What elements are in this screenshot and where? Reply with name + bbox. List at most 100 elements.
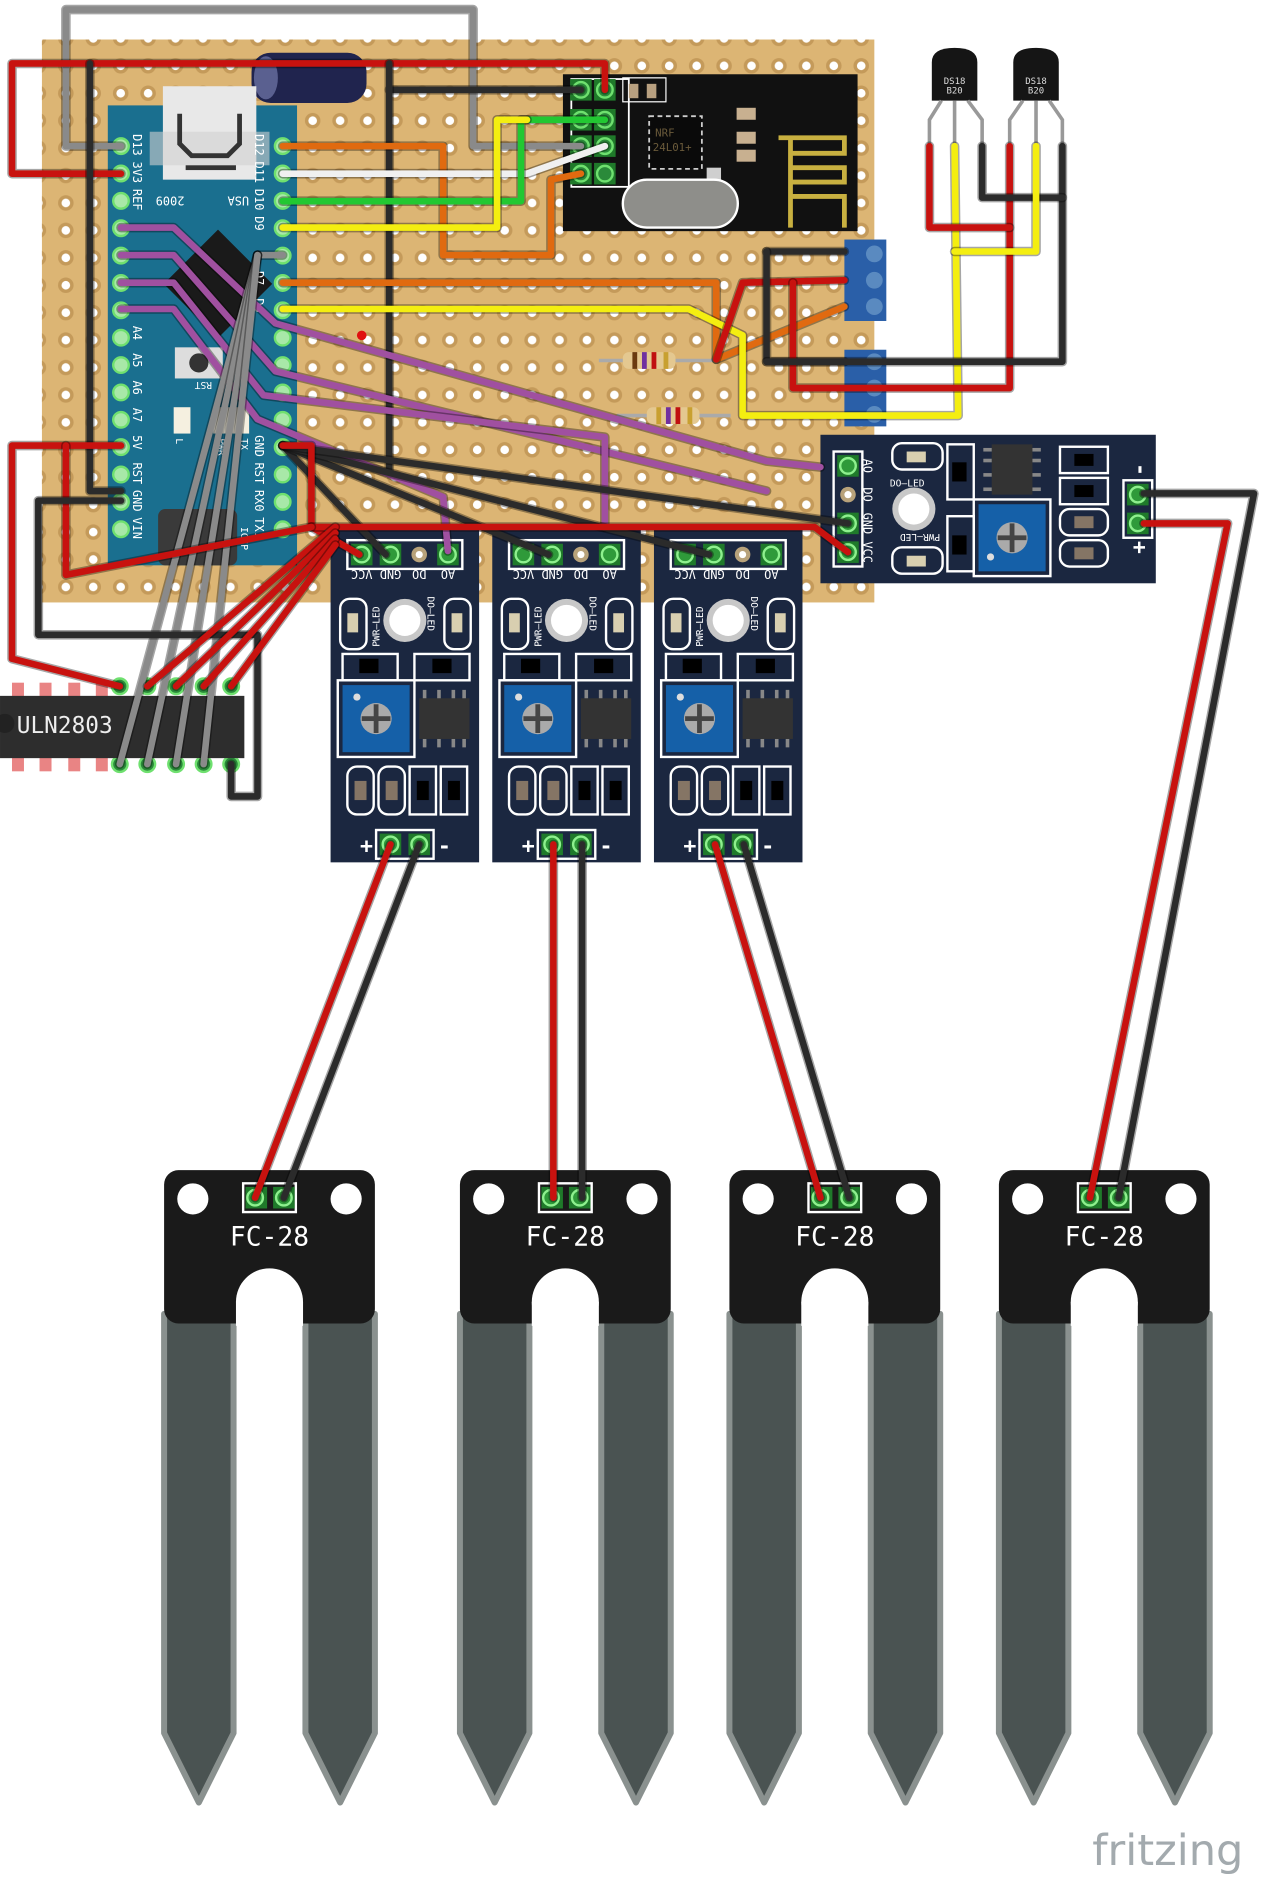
yellow-wire[interactable] bbox=[951, 142, 1040, 255]
probe-label: FC-28 bbox=[1065, 1223, 1144, 1253]
pin-label: GND bbox=[252, 435, 266, 457]
pin bbox=[111, 356, 130, 375]
pwr-led-label: PWR—LED bbox=[372, 606, 383, 647]
pin bbox=[111, 191, 130, 210]
pin-label: D12 bbox=[252, 134, 266, 156]
orange-wire[interactable] bbox=[279, 142, 585, 259]
probe-label: FC-28 bbox=[526, 1223, 605, 1253]
do-led-label: DO—LED bbox=[748, 596, 759, 631]
soil-sensor-module: VCC GND DO AO PWR—LED DO—LED bbox=[653, 526, 803, 863]
black-wire[interactable] bbox=[35, 497, 261, 800]
black-wire[interactable] bbox=[1115, 490, 1258, 1201]
black-wire[interactable] bbox=[740, 841, 853, 1201]
plus-label: + bbox=[522, 834, 535, 859]
pin-label: A6 bbox=[130, 380, 144, 394]
pin-label-gnd: GND bbox=[861, 513, 875, 535]
black-wire[interactable] bbox=[279, 442, 552, 558]
pin bbox=[273, 328, 292, 347]
purple-wire[interactable] bbox=[117, 279, 609, 531]
red-wire[interactable] bbox=[172, 529, 339, 690]
ds18b20-label-1: DS18 bbox=[1025, 77, 1047, 87]
pwr-led-label: PWR—LED bbox=[695, 606, 706, 647]
do-led-label: DO—LED bbox=[425, 596, 436, 631]
pin-label: RX0 bbox=[252, 490, 266, 512]
soil-sensor-module: VCC GND DO AO PWR—LED DO—LED bbox=[820, 434, 1156, 584]
led-label-l: L bbox=[173, 438, 184, 444]
pin-label: 3V3 bbox=[130, 162, 144, 184]
gray-wire[interactable] bbox=[144, 251, 261, 768]
gray-wire[interactable] bbox=[62, 6, 585, 150]
do-led-label: DO—LED bbox=[586, 596, 597, 631]
red-wire[interactable] bbox=[1086, 520, 1231, 1201]
red-wire[interactable] bbox=[8, 60, 609, 177]
pin bbox=[111, 328, 130, 347]
rst-label: RST bbox=[194, 379, 212, 390]
fritzing-logo: fritzing bbox=[1092, 1826, 1243, 1876]
pin-label-gnd: GND bbox=[380, 567, 402, 581]
plus-label: + bbox=[1127, 541, 1152, 554]
pin bbox=[111, 383, 130, 402]
pin-label-gnd: GND bbox=[541, 567, 563, 581]
resistor bbox=[598, 352, 713, 369]
probe-label: FC-28 bbox=[230, 1223, 309, 1253]
ds18b20-sensor: DS18 B20 bbox=[1007, 47, 1065, 147]
red-wire[interactable] bbox=[251, 841, 394, 1201]
plus-label: + bbox=[683, 834, 696, 859]
red-wire[interactable] bbox=[712, 276, 848, 363]
red-wire[interactable] bbox=[711, 841, 824, 1201]
usb-label-usa: USA bbox=[228, 193, 250, 207]
green-wire[interactable] bbox=[279, 116, 609, 205]
pwr-led-label: PWR—LED bbox=[533, 606, 544, 647]
yellow-wire[interactable] bbox=[279, 142, 962, 419]
uln2803-label: ULN2803 bbox=[17, 713, 113, 739]
ds18b20-label-1: DS18 bbox=[944, 77, 966, 87]
purple-wire[interactable] bbox=[117, 251, 770, 495]
gray-wire[interactable] bbox=[172, 251, 261, 768]
yellow-wire[interactable] bbox=[279, 116, 531, 231]
led-label-tx: TX bbox=[238, 438, 249, 450]
black-wire[interactable] bbox=[978, 142, 1066, 201]
black-wire[interactable] bbox=[279, 442, 713, 558]
red-marker bbox=[356, 330, 367, 341]
pin bbox=[111, 520, 130, 539]
pin-label-ao: AO bbox=[602, 567, 616, 581]
pin-label-vcc: VCC bbox=[674, 567, 696, 581]
probe-label: FC-28 bbox=[795, 1223, 874, 1253]
plus-label: + bbox=[360, 834, 373, 859]
nrf-chip-label-2: 24L01+ bbox=[653, 141, 692, 154]
pin-label-gnd: GND bbox=[703, 567, 725, 581]
black-wire[interactable] bbox=[763, 142, 1066, 366]
minus-label: - bbox=[438, 834, 451, 859]
minus-label: - bbox=[600, 834, 613, 859]
pin-label: D13 bbox=[130, 134, 144, 156]
fc28-soil-probe: FC-28 bbox=[161, 1170, 378, 1806]
red-wire[interactable] bbox=[789, 142, 1013, 392]
usb-label-2009: 2009 bbox=[156, 193, 185, 207]
terminal-block bbox=[844, 239, 887, 321]
black-wire[interactable] bbox=[86, 60, 125, 495]
red-wire[interactable] bbox=[308, 523, 852, 556]
pin bbox=[111, 410, 130, 429]
black-wire[interactable] bbox=[279, 442, 389, 558]
pin-label: A5 bbox=[130, 353, 144, 367]
pin-label: A4 bbox=[130, 326, 144, 340]
pin-label-ao: AO bbox=[441, 567, 455, 581]
white-wire[interactable] bbox=[279, 142, 609, 177]
red-wire[interactable] bbox=[926, 142, 1013, 231]
red-wire[interactable] bbox=[200, 535, 339, 690]
nrf-chip-label-1: NRF bbox=[655, 127, 674, 140]
minus-label: - bbox=[761, 834, 774, 859]
do-led-label: DO—LED bbox=[890, 478, 925, 489]
black-wire[interactable] bbox=[280, 841, 423, 1201]
red-wire[interactable] bbox=[227, 541, 339, 690]
pin-label-do: DO bbox=[735, 567, 749, 581]
black-wire[interactable] bbox=[279, 442, 852, 527]
pin-label-ao: AO bbox=[861, 459, 875, 473]
pin-label: D10 bbox=[252, 189, 266, 211]
pwr-led-label: PWR—LED bbox=[900, 531, 941, 542]
purple-wire[interactable] bbox=[117, 224, 824, 471]
red-wire[interactable] bbox=[62, 442, 315, 579]
pin-label: D11 bbox=[252, 162, 266, 184]
red-wire[interactable] bbox=[144, 523, 339, 690]
